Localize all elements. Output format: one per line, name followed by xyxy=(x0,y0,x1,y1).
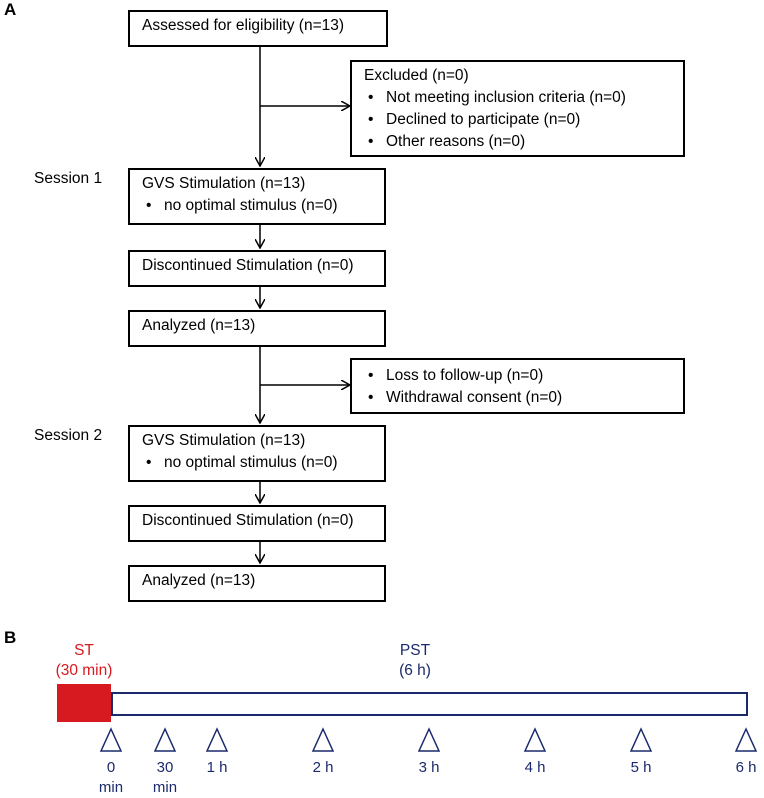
timepoint-label-line2: min xyxy=(152,779,178,796)
timepoint-label: 6 h xyxy=(721,758,764,778)
gvs-stimulation-1-title: GVS Stimulation (n=13) xyxy=(142,175,306,192)
gvs-stimulation-1-item: no optimal stimulus (n=0) xyxy=(142,195,372,217)
timepoint-label-line1: 6 h xyxy=(735,759,757,776)
timepoint-label-line1: 1 h xyxy=(206,759,228,776)
excluded-box: Excluded (n=0) Not meeting inclusion cri… xyxy=(350,60,685,157)
timepoint-label-line1: 4 h xyxy=(524,759,546,776)
timepoint-label: 30 min xyxy=(140,758,190,798)
gvs-stimulation-2-item: no optimal stimulus (n=0) xyxy=(142,452,372,474)
timepoint-marker xyxy=(417,727,441,752)
excluded-reason: Not meeting inclusion criteria (n=0) xyxy=(364,87,671,109)
excluded-reason: Declined to participate (n=0) xyxy=(364,109,671,131)
pst-duration-text: (6 h) xyxy=(399,662,431,679)
pst-label: PST (6 h) xyxy=(385,641,445,681)
timepoint-label: 3 h xyxy=(404,758,454,778)
timepoint-marker xyxy=(205,727,229,752)
timepoint-label: 0 min xyxy=(86,758,136,798)
loss-reason: Loss to follow-up (n=0) xyxy=(364,365,671,387)
timepoint-marker xyxy=(99,727,123,752)
st-label: ST (30 min) xyxy=(50,641,118,681)
discontinued-2-text: Discontinued Stimulation (n=0) xyxy=(142,512,354,529)
discontinued-1-text: Discontinued Stimulation (n=0) xyxy=(142,257,354,274)
timepoint-label-line1: 30 xyxy=(156,759,174,776)
panel-label-b: B xyxy=(4,628,17,647)
excluded-title: Excluded (n=0) xyxy=(364,67,469,84)
timepoint-marker xyxy=(523,727,547,752)
analyzed-2-text: Analyzed (n=13) xyxy=(142,572,256,589)
timepoint-marker xyxy=(153,727,177,752)
timepoint-label-line1: 3 h xyxy=(418,759,440,776)
st-duration-text: (30 min) xyxy=(55,662,113,679)
flow-connectors xyxy=(0,47,764,640)
timepoint-label: 1 h xyxy=(192,758,242,778)
session-2-label: Session 2 xyxy=(34,427,103,444)
timepoint-label: 2 h xyxy=(298,758,348,778)
st-label-text: ST xyxy=(74,642,94,659)
analyzed-2-box: Analyzed (n=13) xyxy=(128,565,386,602)
pst-bar xyxy=(111,692,748,716)
st-block xyxy=(57,684,111,722)
timepoint-label: 4 h xyxy=(510,758,560,778)
timepoint-marker xyxy=(734,727,758,752)
discontinued-2-box: Discontinued Stimulation (n=0) xyxy=(128,505,386,542)
timepoint-label-line1: 5 h xyxy=(630,759,652,776)
timepoint-label-line1: 0 xyxy=(106,759,116,776)
gvs-stimulation-2-box: GVS Stimulation (n=13) no optimal stimul… xyxy=(128,425,386,482)
timepoint-label-line1: 2 h xyxy=(312,759,334,776)
discontinued-1-box: Discontinued Stimulation (n=0) xyxy=(128,250,386,287)
loss-box: Loss to follow-up (n=0) Withdrawal conse… xyxy=(350,358,685,414)
panel-label-a: A xyxy=(4,0,17,19)
excluded-reason: Other reasons (n=0) xyxy=(364,131,671,153)
analyzed-1-box: Analyzed (n=13) xyxy=(128,310,386,347)
timepoint-label-line2: min xyxy=(98,779,124,796)
analyzed-1-text: Analyzed (n=13) xyxy=(142,317,256,334)
pst-label-text: PST xyxy=(399,642,431,659)
timeline-ticks xyxy=(99,727,758,752)
assessed-box: Assessed for eligibility (n=13) xyxy=(128,10,388,47)
timepoint-marker xyxy=(311,727,335,752)
session-1-label: Session 1 xyxy=(34,170,103,187)
gvs-stimulation-2-title: GVS Stimulation (n=13) xyxy=(142,432,306,449)
gvs-stimulation-1-box: GVS Stimulation (n=13) no optimal stimul… xyxy=(128,168,386,225)
timepoint-label: 5 h xyxy=(616,758,666,778)
assessed-text: Assessed for eligibility (n=13) xyxy=(142,17,345,34)
loss-reason: Withdrawal consent (n=0) xyxy=(364,387,671,409)
timepoint-marker xyxy=(629,727,653,752)
